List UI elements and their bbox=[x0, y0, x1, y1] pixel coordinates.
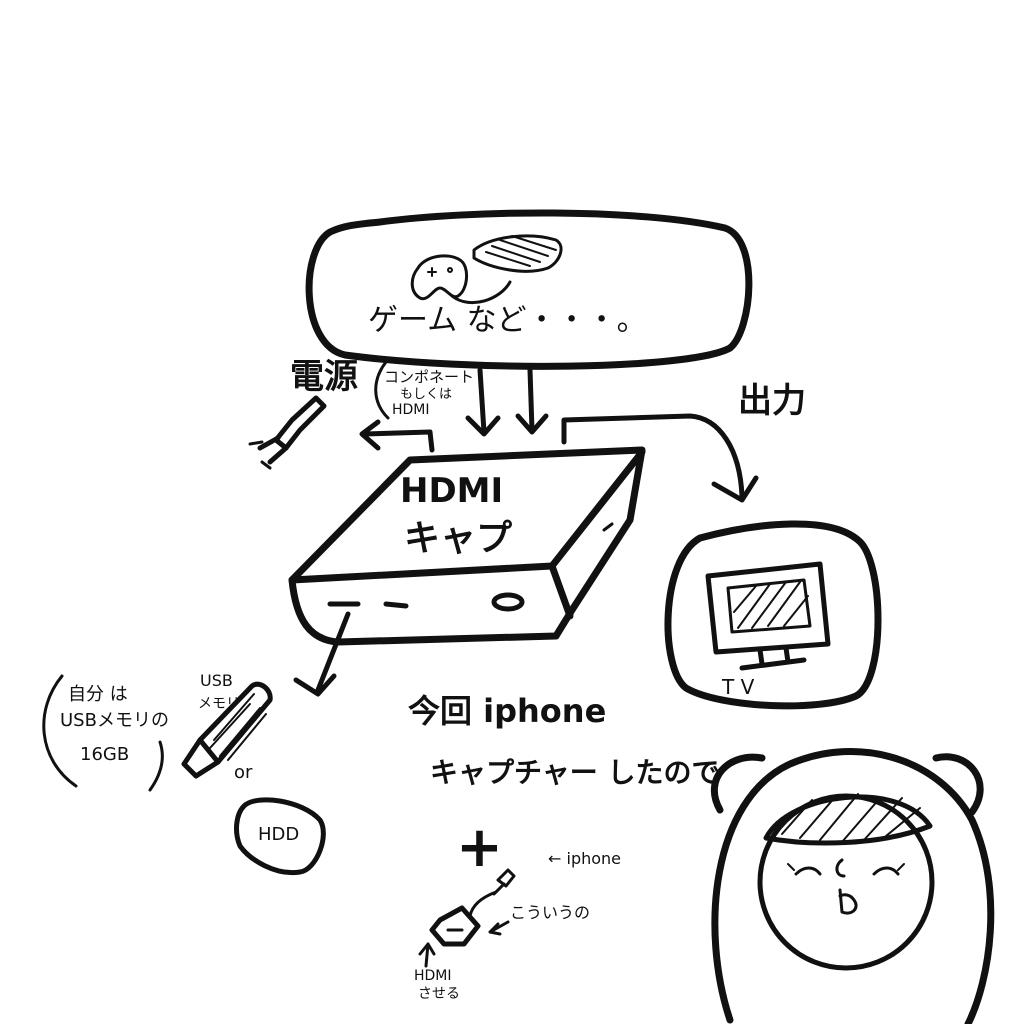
message-line1: 今回 iphone bbox=[408, 692, 606, 730]
plus-sign: + bbox=[456, 815, 503, 880]
output-label: 出力 bbox=[738, 381, 806, 421]
input-note-line2: もしくは bbox=[400, 387, 452, 402]
usb-section: USB メモリ or bbox=[181, 671, 273, 783]
input-note-line3: HDMI bbox=[392, 402, 430, 418]
storage-arrow bbox=[293, 611, 351, 697]
usb-label-line1: USB bbox=[200, 671, 233, 690]
game-caption: ゲーム など・・・。 bbox=[368, 303, 647, 338]
controller-icon bbox=[410, 254, 512, 305]
adapter-kouiu-note: こういうの bbox=[510, 903, 590, 922]
adapter-iphone-note: ← iphone bbox=[548, 849, 621, 868]
adapter-section: ← iphone こういうの HDMI させる bbox=[414, 849, 621, 1002]
or-label: or bbox=[234, 762, 253, 783]
power-section: 電源 bbox=[248, 357, 435, 470]
usb-stick-icon bbox=[181, 681, 273, 779]
adapter-saseru-note: させる bbox=[418, 986, 460, 1002]
message: 今回 iphone キャプチャー したので bbox=[408, 692, 719, 789]
power-label: 電源 bbox=[290, 357, 358, 397]
game-bubble: ゲーム など・・・。 bbox=[305, 209, 753, 370]
character-bear bbox=[710, 748, 995, 1024]
storage-note-line3: 16GB bbox=[80, 744, 129, 765]
tv-icon bbox=[705, 561, 831, 671]
message-line2: キャプチャー したので bbox=[430, 756, 719, 789]
capture-box: HDMI キャプ bbox=[288, 446, 646, 646]
capture-box-line2: キャプ bbox=[404, 518, 512, 559]
input-note-line1: コンポネート bbox=[384, 368, 474, 386]
console-icon bbox=[472, 234, 563, 273]
capture-box-line1: HDMI bbox=[400, 471, 503, 511]
input-arrows bbox=[465, 367, 549, 437]
lightning-adapter-icon bbox=[429, 868, 516, 947]
storage-note-line2: USBメモリの bbox=[60, 710, 169, 731]
adapter-hdmi-note: HDMI bbox=[414, 968, 452, 984]
output-section: 出力 bbox=[561, 381, 806, 503]
hdd-icon: HDD bbox=[234, 797, 326, 876]
input-note: コンポネート もしくは HDMI bbox=[374, 360, 474, 420]
plug-icon bbox=[248, 395, 327, 470]
tv-bubble: T V bbox=[664, 520, 882, 710]
storage-note-line1: 自分 は bbox=[68, 684, 128, 705]
storage-note: 自分 は USBメモリの 16GB bbox=[42, 674, 169, 792]
tv-label: T V bbox=[721, 675, 755, 699]
hdd-label: HDD bbox=[258, 824, 299, 845]
